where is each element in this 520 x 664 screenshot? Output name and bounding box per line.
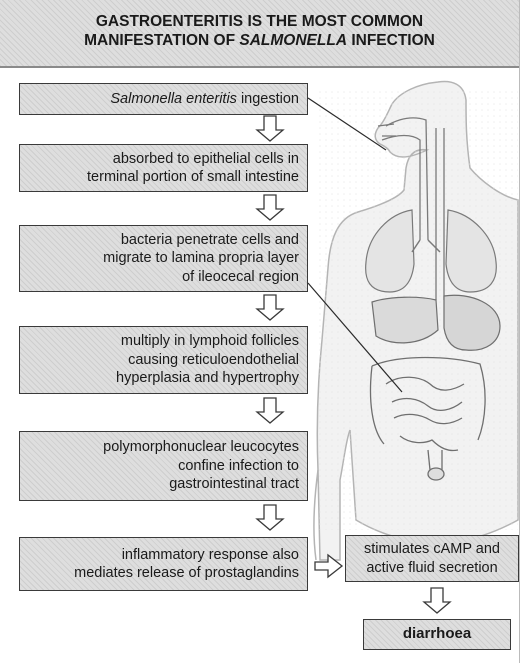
step-5-line-3: gastrointestinal tract: [26, 475, 299, 494]
step-2-line-1: absorbed to epithelial cells in: [26, 150, 299, 169]
down-arrow-2: [257, 195, 283, 220]
step-3-line-2: migrate to lamina propria layer: [26, 249, 299, 268]
step-4-line-3: hyperplasia and hypertrophy: [26, 369, 299, 388]
step-ingestion: Salmonella enteritis ingestion: [19, 83, 308, 115]
step-5-line-2: confine infection to: [26, 457, 299, 476]
down-arrow-6: [424, 588, 450, 613]
step-6-line-1: inflammatory response also: [26, 546, 299, 565]
step-multiplication: multiply in lymphoid follicles causing r…: [19, 326, 308, 394]
step-absorption: absorbed to epithelial cells in terminal…: [19, 144, 308, 192]
step-4-line-2: causing reticuloendothelial: [26, 351, 299, 370]
secretion-line-2: active fluid secretion: [350, 559, 514, 578]
step-6-line-2: mediates release of prostaglandins: [26, 564, 299, 583]
down-arrow-1: [257, 116, 283, 141]
down-arrow-4: [257, 398, 283, 423]
step-containment: polymorphonuclear leucocytes confine inf…: [19, 431, 308, 501]
step-5-line-1: polymorphonuclear leucocytes: [26, 438, 299, 457]
down-arrow-3: [257, 295, 283, 320]
step-3-line-3: of ileocecal region: [26, 268, 299, 287]
down-arrow-5: [257, 505, 283, 530]
step-2-line-2: terminal portion of small intestine: [26, 168, 299, 187]
step-inflammation: inflammatory response also mediates rele…: [19, 537, 308, 591]
diarrhoea-box: diarrhoea: [363, 619, 511, 650]
step-3-line-1: bacteria penetrate cells and: [26, 231, 299, 250]
organism-name: Salmonella enteritis: [110, 91, 237, 107]
secretion-line-1: stimulates cAMP and: [350, 540, 514, 559]
step-1-rest: ingestion: [237, 91, 299, 107]
outcome-label: diarrhoea: [368, 625, 506, 644]
step-4-line-1: multiply in lymphoid follicles: [26, 332, 299, 351]
secretion-box: stimulates cAMP and active fluid secreti…: [345, 535, 519, 582]
step-penetration: bacteria penetrate cells and migrate to …: [19, 225, 308, 292]
step-1-text: Salmonella enteritis ingestion: [26, 90, 299, 109]
